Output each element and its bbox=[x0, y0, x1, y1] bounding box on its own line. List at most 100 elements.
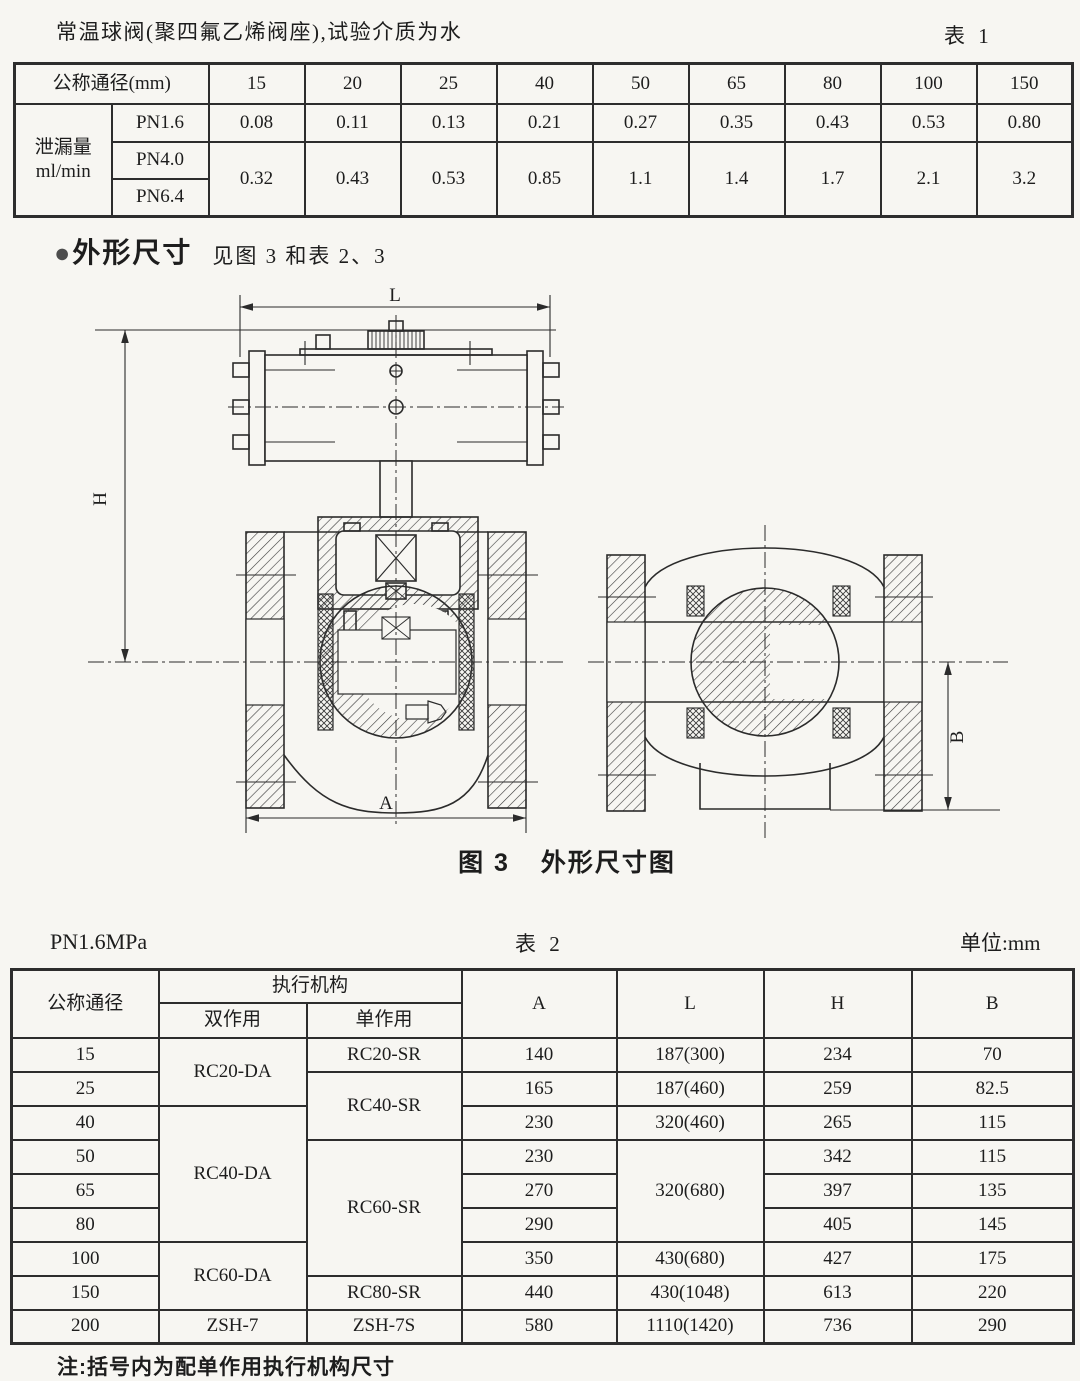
table2-header-sa: 单作用 bbox=[305, 1001, 463, 1039]
a-cell: 140 bbox=[460, 1036, 618, 1073]
dn-cell: 65 bbox=[10, 1172, 160, 1209]
leak-label-line1: 泄漏量 bbox=[34, 137, 92, 158]
table1-row-pn64: PN6.4 bbox=[15, 177, 1073, 218]
table2-header-row2: 双作用 单作用 bbox=[12, 1001, 1074, 1039]
leak-value: 0.53 bbox=[879, 102, 978, 143]
dim-h bbox=[95, 329, 556, 662]
center-lines bbox=[88, 315, 1008, 841]
figure-caption: 图 3 外形尺寸图 bbox=[27, 843, 1080, 879]
leak-value: 0.80 bbox=[975, 102, 1074, 143]
b-cell: 290 bbox=[910, 1308, 1075, 1345]
h-cell: 397 bbox=[762, 1172, 913, 1209]
page-title: 常温球阀(聚四氟乙烯阀座),试验介质为水 bbox=[56, 20, 463, 44]
table2-row-15: 15 RC20-DA RC20-SR 140 187(300) 234 70 bbox=[10, 1036, 1075, 1107]
a-cell: 350 bbox=[460, 1240, 618, 1277]
stopper-bolt bbox=[315, 334, 331, 350]
dn-cell: 150 bbox=[10, 1274, 160, 1311]
leak-value: 0.08 bbox=[207, 102, 306, 143]
leak-value: 1.1 bbox=[591, 140, 690, 218]
dim-l-label: L bbox=[389, 285, 401, 306]
h-cell: 427 bbox=[762, 1240, 913, 1277]
a-cell: 230 bbox=[460, 1104, 618, 1141]
b-cell: 135 bbox=[910, 1172, 1075, 1209]
table2-row-50: 50 RC60-SR 230 320(680) 342 115 bbox=[10, 1138, 1075, 1277]
table2-row-25: 25 RC40-SR 165 187(460) 259 82.5 bbox=[10, 1070, 1075, 1141]
h-cell: 234 bbox=[762, 1036, 913, 1073]
flanges-front bbox=[236, 531, 538, 809]
table2-pressure-label: PN1.6MPa bbox=[50, 929, 148, 954]
table1-dn: 50 bbox=[591, 62, 690, 105]
b-cell: 220 bbox=[910, 1274, 1075, 1311]
dn-cell: 100 bbox=[10, 1240, 160, 1277]
table1-dn: 150 bbox=[975, 62, 1074, 105]
h-cell: 736 bbox=[762, 1308, 913, 1345]
valve-seat bbox=[686, 585, 705, 617]
table1-dn: 15 bbox=[207, 62, 306, 105]
l-cell: 187(460) bbox=[615, 1070, 765, 1107]
sa-cell: RC80-SR bbox=[305, 1274, 463, 1311]
pn-label: PN1.6 bbox=[110, 102, 210, 143]
front-view bbox=[232, 320, 560, 814]
table2-header-actuator: 执行机构 bbox=[157, 968, 463, 1004]
sa-cell: RC20-SR bbox=[305, 1036, 463, 1073]
dim-a-label: A bbox=[379, 793, 393, 814]
leak-value: 0.43 bbox=[783, 102, 882, 143]
l-cell: 430(1048) bbox=[615, 1274, 765, 1311]
leak-value: 0.32 bbox=[207, 140, 306, 218]
section-title: 外形尺寸 bbox=[72, 237, 193, 268]
table1-dn: 40 bbox=[495, 62, 594, 105]
b-cell: 82.5 bbox=[910, 1070, 1075, 1107]
l-cell: 430(680) bbox=[615, 1240, 765, 1277]
da-cell: RC60-DA bbox=[157, 1240, 308, 1311]
l-cell: 187(300) bbox=[615, 1036, 765, 1073]
da-cell: RC20-DA bbox=[157, 1036, 308, 1107]
h-cell: 342 bbox=[762, 1138, 913, 1175]
table2-row-80: 80 290 405 145 bbox=[10, 1206, 1075, 1243]
h-cell: 259 bbox=[762, 1070, 913, 1107]
leak-value: 3.2 bbox=[975, 140, 1074, 218]
figure-caption-number: 图 3 bbox=[458, 849, 510, 877]
dim-l bbox=[239, 295, 551, 357]
leak-value: 0.11 bbox=[303, 102, 402, 143]
table2-row-65: 65 270 397 135 bbox=[10, 1172, 1075, 1209]
pn-label: PN6.4 bbox=[110, 177, 210, 218]
l-cell: 320(460) bbox=[615, 1104, 765, 1141]
a-cell: 270 bbox=[460, 1172, 618, 1209]
b-cell: 70 bbox=[910, 1036, 1075, 1073]
table2-header-l: L bbox=[615, 968, 765, 1039]
table1-dn: 65 bbox=[687, 62, 786, 105]
leak-value: 1.4 bbox=[687, 140, 786, 218]
table2-row-100: 100 RC60-DA 350 430(680) 427 175 bbox=[10, 1240, 1075, 1311]
h-cell: 265 bbox=[762, 1104, 913, 1141]
da-cell: ZSH-7 bbox=[157, 1308, 308, 1345]
table1-tag: 表 1 bbox=[944, 24, 993, 48]
sa-cell: ZSH-7S bbox=[305, 1308, 463, 1345]
figure-caption-text: 外形尺寸图 bbox=[540, 849, 676, 877]
sa-cell: RC40-SR bbox=[305, 1070, 463, 1141]
table2-header-dn: 公称通径 bbox=[10, 968, 160, 1039]
table2-header-a: A bbox=[460, 968, 618, 1039]
valve-seat bbox=[832, 585, 851, 617]
leak-value: 0.85 bbox=[495, 140, 594, 218]
h-cell: 613 bbox=[762, 1274, 913, 1311]
a-cell: 290 bbox=[460, 1206, 618, 1243]
bullet-icon: ● bbox=[54, 238, 71, 268]
table1-dn: 20 bbox=[303, 62, 402, 105]
leak-value: 0.35 bbox=[687, 102, 786, 143]
pn-label: PN4.0 bbox=[110, 140, 210, 180]
dn-cell: 50 bbox=[10, 1138, 160, 1175]
l-cell: 320(680) bbox=[615, 1138, 765, 1243]
mounting-bracket bbox=[317, 460, 479, 632]
b-cell: 115 bbox=[910, 1138, 1075, 1175]
table1-leak-label: 泄漏量 ml/min bbox=[13, 102, 113, 218]
dim-b-label: B bbox=[947, 731, 968, 744]
leak-value: 0.21 bbox=[495, 102, 594, 143]
dim-h-label: H bbox=[90, 492, 111, 506]
leak-value: 0.27 bbox=[591, 102, 690, 143]
table2-unit-label: 单位:mm bbox=[960, 931, 1041, 955]
dn-cell: 40 bbox=[10, 1104, 160, 1141]
table1-row-pn16: 泄漏量 ml/min PN1.6 0.08 0.11 0.13 0.21 0.2… bbox=[13, 102, 1074, 218]
leak-value: 0.13 bbox=[399, 102, 498, 143]
valve-seat bbox=[686, 707, 705, 739]
